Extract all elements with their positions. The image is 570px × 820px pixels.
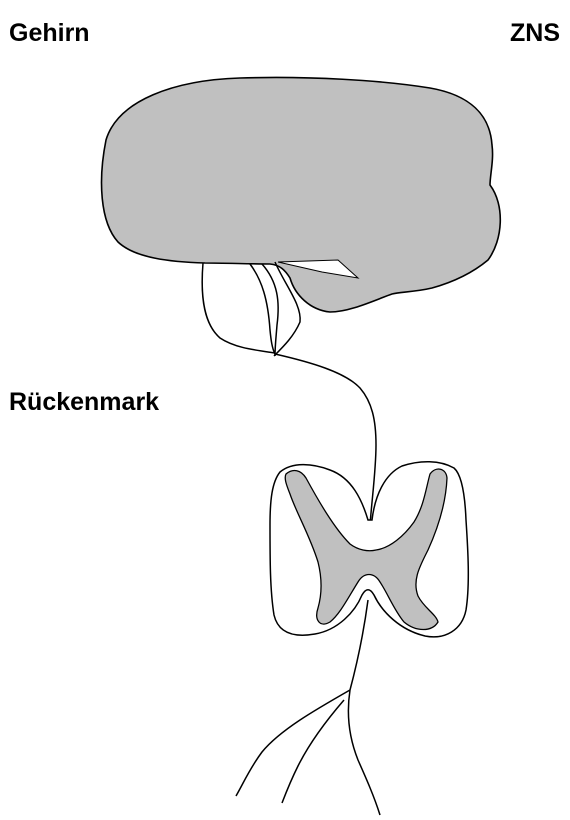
- spinal-cord-label: Rückenmark: [9, 390, 159, 415]
- brain-illustration: [102, 77, 501, 312]
- nerve-outer-left: [236, 690, 350, 796]
- brain-label: Gehirn: [9, 21, 90, 46]
- nerve-middle: [262, 264, 278, 356]
- nerve-from-cord: [350, 600, 368, 690]
- cns-label: ZNS: [510, 21, 560, 46]
- nerve-right: [348, 690, 380, 815]
- spinal-cord-cross-section: [270, 462, 468, 637]
- brain-shape: [102, 77, 501, 312]
- nerve-left-outer: [202, 263, 275, 353]
- nerve-inner-left: [282, 700, 344, 803]
